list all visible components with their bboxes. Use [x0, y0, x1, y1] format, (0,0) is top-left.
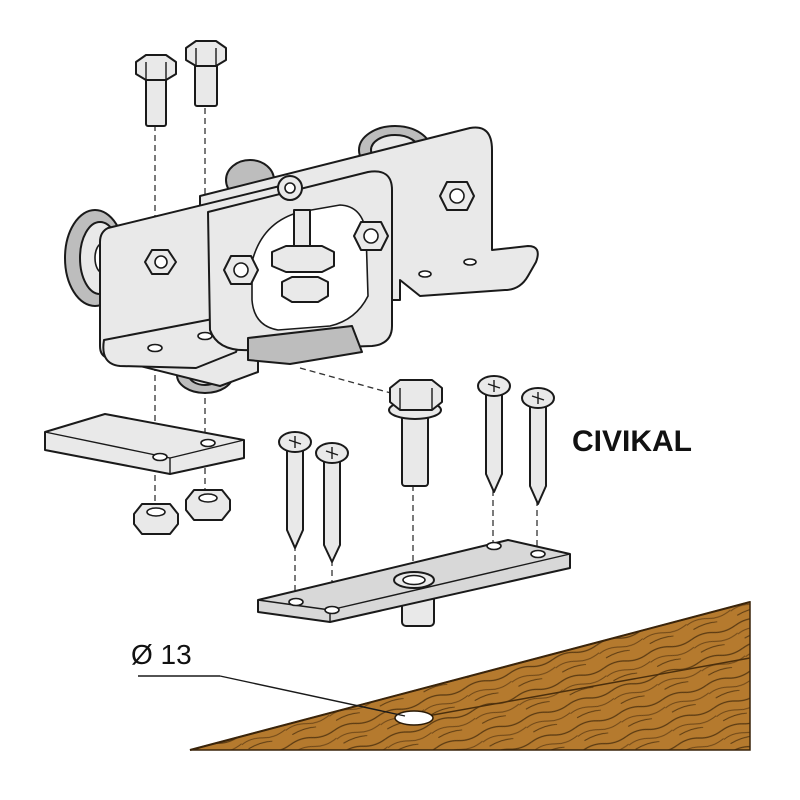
loose-nut-left — [133, 503, 179, 535]
carriage-nut-middle-left — [223, 255, 259, 285]
loose-nut-right — [185, 489, 231, 521]
roller-carriage — [64, 125, 539, 394]
dimension-leader — [138, 675, 406, 717]
mounting-plate — [257, 539, 571, 627]
spacer-plate — [44, 413, 245, 475]
hole-diameter-label: Ø 13 — [131, 639, 192, 670]
wood-screw-2 — [315, 442, 349, 563]
carriage-nut-middle-right — [353, 221, 389, 251]
door-wood-edge — [189, 601, 751, 751]
pivot-bolt — [388, 379, 443, 487]
top-bolt-right — [185, 40, 227, 107]
carriage-nut-left — [144, 249, 177, 275]
carriage-nut-right — [439, 181, 475, 211]
top-bolt-left — [135, 54, 177, 127]
wood-screw-1 — [278, 431, 312, 549]
brand-label: CIVIKAL — [572, 425, 692, 458]
wood-screw-4 — [521, 387, 555, 505]
door-drill-hole — [394, 710, 434, 726]
wood-screw-3 — [477, 375, 511, 493]
